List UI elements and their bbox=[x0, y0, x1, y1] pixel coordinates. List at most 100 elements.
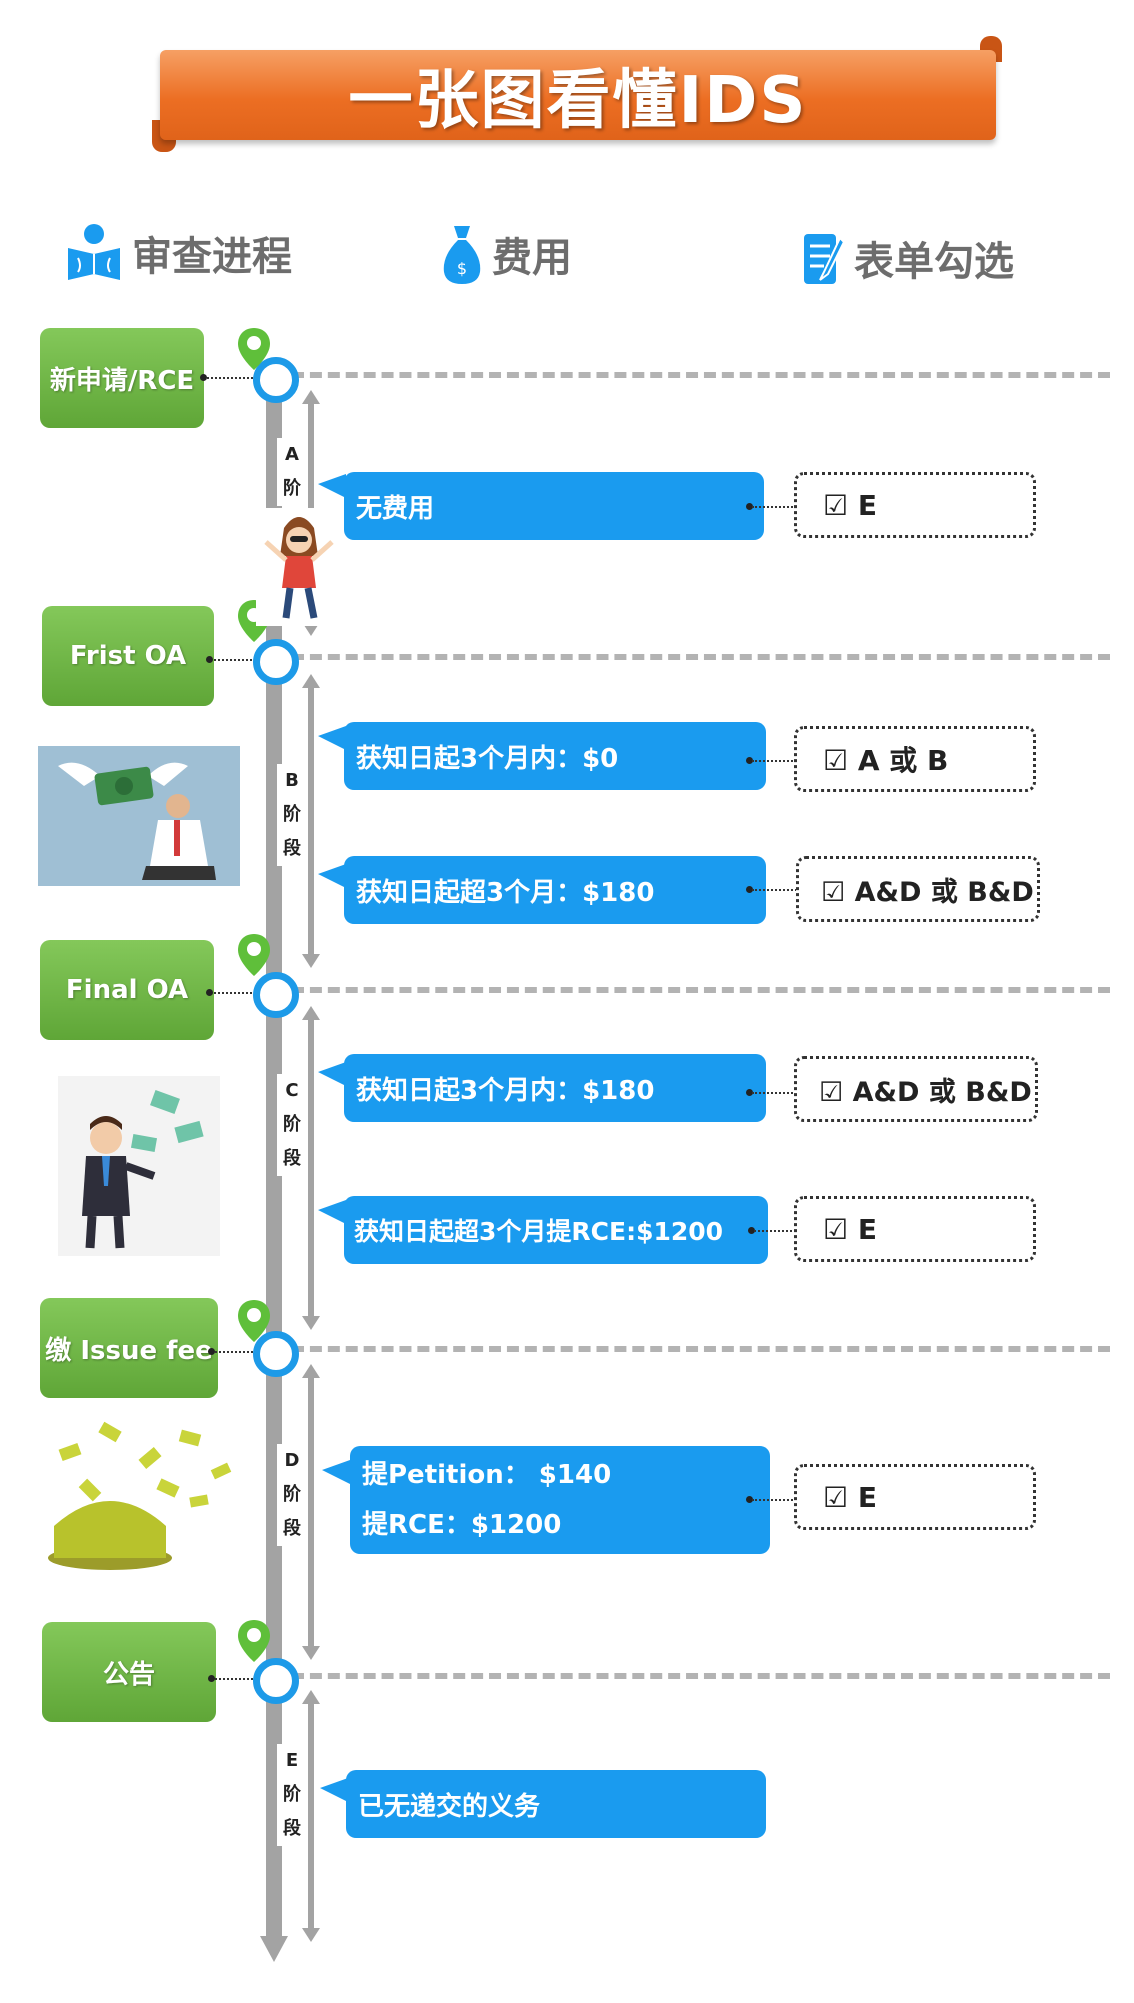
timeline-node bbox=[253, 639, 299, 685]
separator-line bbox=[292, 1673, 1110, 1679]
separator-line bbox=[292, 1346, 1110, 1352]
fee-callout-rce: 获知日起超3个月提RCE:$1200 bbox=[344, 1196, 768, 1264]
phase-char: 段 bbox=[283, 1518, 301, 1539]
fee-connector bbox=[752, 506, 796, 508]
stage-first-oa: Frist OA bbox=[42, 606, 214, 706]
illustration-businessman bbox=[58, 1076, 220, 1256]
fee-callout-within-3-months: 获知日起3个月内：$0 bbox=[344, 722, 766, 790]
location-pin-icon bbox=[238, 1620, 270, 1662]
fee-text-line2: 提RCE：$1200 bbox=[362, 1510, 562, 1540]
phase-letter: C bbox=[285, 1080, 299, 1101]
timeline-node bbox=[253, 1658, 299, 1704]
phase-range-line bbox=[308, 1702, 314, 1930]
fee-connector-dot bbox=[746, 757, 753, 764]
form-checkbox-text: ☑ A&D 或 B&D bbox=[821, 876, 1034, 908]
fee-connector-dot bbox=[748, 1227, 755, 1234]
fee-connector-dot bbox=[746, 1496, 753, 1503]
timeline-arrow-head bbox=[260, 1936, 288, 1962]
title-banner: 一张图看懂IDS bbox=[160, 50, 996, 140]
phase-label-e: E 阶 段 bbox=[277, 1744, 307, 1846]
phase-label-b: B 阶 段 bbox=[277, 764, 307, 866]
fee-callout-no-obligation: 已无递交的义务 bbox=[346, 1770, 766, 1838]
phase-label-c: C 阶 段 bbox=[277, 1074, 307, 1176]
fee-callout-no-fee: 无费用 bbox=[344, 472, 764, 540]
fee-connector bbox=[754, 1230, 796, 1232]
phase-char: 阶 bbox=[283, 478, 301, 499]
businessman-image bbox=[82, 1090, 204, 1249]
fee-connector bbox=[752, 1092, 796, 1094]
flying-money-image bbox=[58, 762, 216, 880]
column-header-fee: $ 费用 bbox=[440, 222, 572, 286]
connector-dot bbox=[206, 656, 213, 663]
phase-char: 段 bbox=[283, 1818, 301, 1839]
range-arrow-up bbox=[302, 1364, 320, 1378]
form-checkbox-text: ☑ E bbox=[823, 1480, 877, 1514]
range-arrow-down bbox=[302, 954, 320, 968]
location-pin-icon bbox=[238, 1300, 270, 1342]
timeline-node bbox=[253, 1331, 299, 1377]
range-arrow-up bbox=[302, 1006, 320, 1020]
fee-connector-dot bbox=[746, 503, 753, 510]
phase-char: 阶 bbox=[283, 1784, 301, 1805]
fee-connector-dot bbox=[746, 886, 753, 893]
fee-callout-tail bbox=[320, 1778, 348, 1802]
range-arrow-down bbox=[302, 1646, 320, 1660]
fee-connector-dot bbox=[746, 1089, 753, 1096]
separator-line bbox=[292, 987, 1110, 993]
fee-callout-tail bbox=[318, 474, 346, 498]
phase-letter: A bbox=[285, 444, 299, 465]
fee-callout-tail bbox=[318, 1200, 346, 1224]
range-arrow-up bbox=[302, 1690, 320, 1704]
money-bag-icon: $ bbox=[443, 226, 481, 284]
stage-label: 缴 Issue fee bbox=[45, 1335, 213, 1366]
fee-text-line1: 提Petition： $140 bbox=[362, 1460, 612, 1490]
fee-connector bbox=[752, 1499, 796, 1501]
column-header-fee-label: 费用 bbox=[492, 235, 572, 281]
illustration-money-flying bbox=[38, 746, 240, 886]
page-title: 一张图看懂IDS bbox=[348, 64, 808, 138]
fee-callout-tail bbox=[318, 864, 346, 888]
fee-callout-tail bbox=[322, 1460, 350, 1484]
stage-connector bbox=[204, 377, 264, 379]
range-arrow-down bbox=[302, 1928, 320, 1942]
fee-callout-over-3-months: 获知日起超3个月：$180 bbox=[344, 856, 766, 924]
phase-letter: D bbox=[284, 1450, 300, 1471]
stage-connector bbox=[210, 992, 264, 994]
phase-label-d: D 阶 段 bbox=[277, 1444, 307, 1546]
phase-letter: B bbox=[285, 770, 299, 791]
form-box: ☑ E bbox=[794, 472, 1036, 538]
stage-label: Frist OA bbox=[69, 641, 187, 671]
form-box: ☑ A&D 或 B&D bbox=[794, 1056, 1038, 1122]
fee-text: 获知日起超3个月：$180 bbox=[356, 877, 655, 908]
range-arrow-down bbox=[302, 1316, 320, 1330]
fee-callout-tail bbox=[318, 1062, 346, 1086]
location-pin-icon bbox=[238, 934, 270, 976]
phase-char: 段 bbox=[283, 838, 301, 859]
timeline-node bbox=[253, 357, 299, 403]
connector-dot bbox=[206, 989, 213, 996]
form-checkbox-text: ☑ A 或 B bbox=[823, 744, 949, 777]
phase-char: 阶 bbox=[283, 1114, 301, 1135]
column-header-form-label: 表单勾选 bbox=[854, 239, 1014, 285]
stage-publication: 公告 bbox=[42, 1622, 216, 1722]
connector-dot bbox=[200, 374, 207, 381]
phase-char: 段 bbox=[283, 1148, 301, 1169]
cheering-woman-image bbox=[264, 517, 334, 619]
fee-text: 无费用 bbox=[356, 493, 435, 524]
fee-connector bbox=[752, 889, 800, 891]
illustration-cheering-woman bbox=[256, 508, 342, 626]
column-header-form: 表单勾选 bbox=[800, 228, 1014, 288]
form-box: ☑ A&D 或 B&D bbox=[796, 856, 1040, 922]
stage-connector bbox=[210, 659, 264, 661]
fee-text: 获知日起3个月内：$0 bbox=[356, 743, 619, 774]
illustration-money-pile bbox=[40, 1416, 254, 1574]
fee-callout-final-within-3-months: 获知日起3个月内：$180 bbox=[344, 1054, 766, 1122]
form-box: ☑ E bbox=[794, 1196, 1036, 1262]
phase-label-a: A 阶 bbox=[277, 438, 307, 506]
stage-final-oa: Final OA bbox=[40, 940, 214, 1040]
stage-connector bbox=[212, 1351, 264, 1353]
stage-connector bbox=[212, 1678, 264, 1680]
timeline-node bbox=[253, 972, 299, 1018]
separator-line bbox=[292, 372, 1110, 378]
connector-dot bbox=[208, 1348, 215, 1355]
